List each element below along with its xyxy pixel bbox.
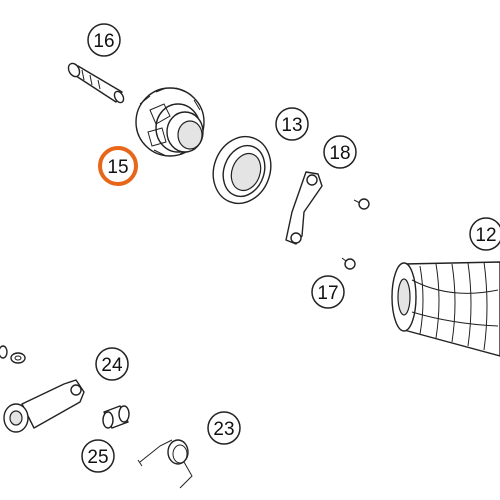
callout-12-label: 12 — [475, 225, 496, 246]
part-nut-left[interactable] — [0, 345, 8, 359]
part-18-bracket[interactable] — [285, 171, 323, 245]
callout-13-label: 13 — [281, 115, 302, 136]
callout-25-label: 25 — [87, 447, 108, 468]
callout-25[interactable]: 25 — [81, 439, 115, 473]
callout-17-label: 17 — [317, 283, 338, 304]
callout-17[interactable]: 17 — [311, 275, 345, 309]
callout-16-label: 16 — [93, 31, 114, 52]
part-15-gear[interactable] — [135, 87, 205, 157]
screw-upper[interactable] — [353, 198, 370, 210]
part-13-seal-ring[interactable] — [204, 128, 280, 211]
callout-24-label: 24 — [101, 355, 123, 376]
part-washer-left[interactable] — [10, 352, 26, 364]
callout-13[interactable]: 13 — [275, 107, 309, 141]
part-16-bolt[interactable] — [66, 61, 125, 104]
part-23-spring[interactable] — [137, 439, 193, 489]
callout-18[interactable]: 18 — [323, 135, 357, 169]
part-24-lever[interactable] — [3, 379, 85, 433]
part-25-bushing[interactable] — [102, 405, 130, 429]
callout-24[interactable]: 24 — [95, 347, 129, 381]
callout-12[interactable]: 12 — [469, 217, 500, 251]
part-12-shift-drum[interactable] — [391, 261, 500, 357]
callout-15-label: 15 — [107, 157, 128, 178]
callout-23-label: 23 — [213, 419, 234, 440]
callout-18-label: 18 — [329, 143, 350, 164]
callout-23[interactable]: 23 — [207, 411, 241, 445]
callout-16[interactable]: 16 — [87, 23, 121, 57]
screw-lower[interactable] — [341, 257, 356, 270]
callout-15[interactable]: 15 — [98, 146, 138, 186]
